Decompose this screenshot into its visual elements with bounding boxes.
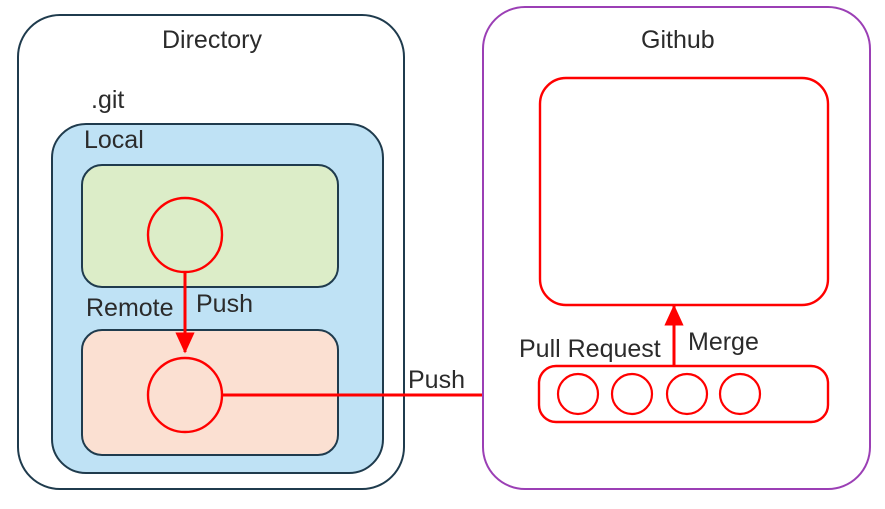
- merge-label: Merge: [688, 328, 759, 356]
- github-label: Github: [641, 26, 715, 54]
- pull-request-box: [537, 364, 830, 424]
- directory-label: Directory: [162, 26, 263, 54]
- github-main-branch-box: [538, 76, 830, 307]
- remote-label: Remote: [86, 294, 174, 322]
- pr-commit-circle-icon-2: [610, 372, 654, 416]
- push-local-to-remote-label: Push: [196, 290, 253, 318]
- push-to-github-label: Push: [408, 366, 465, 394]
- github-box: [482, 6, 871, 490]
- local-label: Local: [84, 126, 144, 154]
- pr-commit-circle-icon-3: [665, 372, 709, 416]
- remote-box: [81, 329, 339, 456]
- pr-commit-circle-icon-1: [556, 372, 600, 416]
- pull-request-label: Pull Request: [519, 335, 661, 363]
- local-stage-box: [81, 164, 339, 288]
- pr-commit-circle-icon-4: [718, 372, 762, 416]
- git-folder-label: .git: [91, 86, 125, 114]
